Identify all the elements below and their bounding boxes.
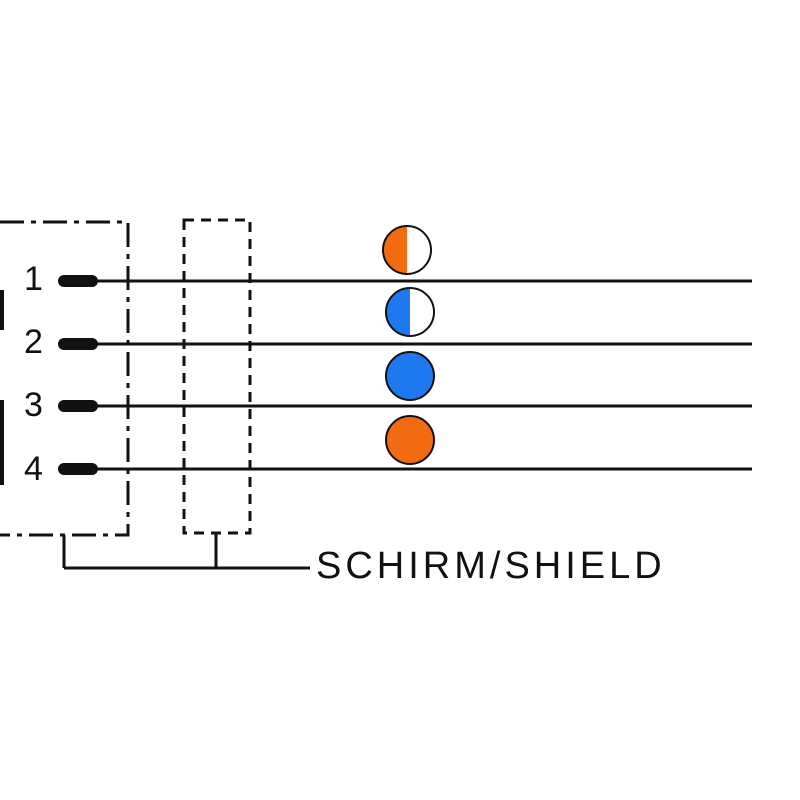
pin-number-3: 3 [24, 386, 43, 424]
pin-contact-4 [58, 463, 98, 475]
pin-contact-3 [58, 400, 98, 412]
shield-connection [62, 533, 310, 570]
shield-label: SCHIRM/SHIELD [316, 545, 666, 587]
wire-color-indicator-2 [385, 287, 435, 337]
wire-color-1-outline [382, 225, 432, 275]
pin-number-4: 4 [24, 450, 43, 488]
wire-color-indicators [382, 225, 435, 465]
connector-housing-outline [0, 220, 130, 537]
pin-contact-2 [58, 338, 98, 350]
wire-color-2-left-half [386, 288, 410, 336]
wire-color-2-right-half [410, 288, 434, 336]
pin-number-2: 2 [24, 323, 43, 361]
wire-color-indicator-1 [382, 225, 432, 275]
pin-contacts [58, 275, 98, 475]
wire-lines [95, 279, 752, 471]
wire-color-indicator-3 [385, 351, 435, 401]
wire-color-1-right-half [407, 226, 431, 274]
pin-number-1: 1 [24, 260, 43, 298]
wire-color-indicator-4 [385, 415, 435, 465]
wire-color-1-left-half [383, 226, 407, 274]
wire-color-2-outline [385, 287, 435, 337]
cable-shield-box [182, 218, 252, 535]
pin-contact-1 [58, 275, 98, 287]
